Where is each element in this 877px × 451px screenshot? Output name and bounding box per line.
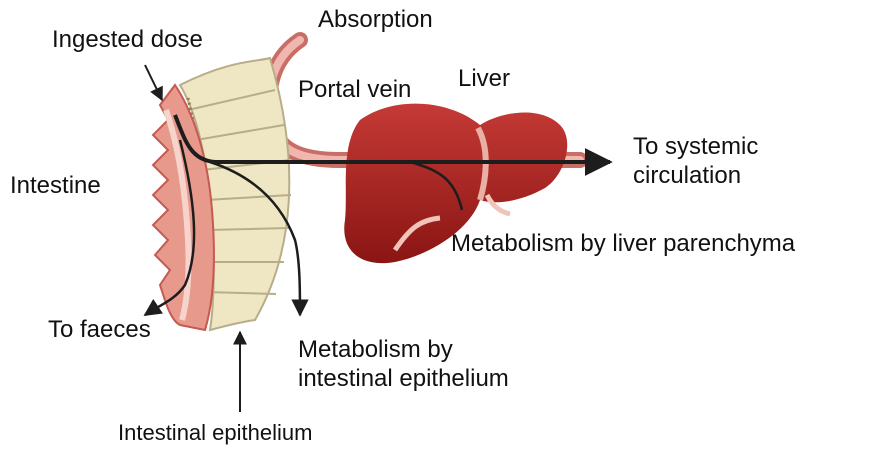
liver-label: Liver: [458, 65, 510, 94]
to-systemic-label: To systemic circulation: [633, 133, 758, 191]
to-faeces-label: To faeces: [48, 316, 151, 345]
intestine-label: Intestine: [10, 172, 101, 201]
intestinal-epithelium-label: Intestinal epithelium: [118, 420, 312, 446]
ingested-dose-label: Ingested dose: [52, 26, 203, 55]
ingested-dose-pointer: [145, 65, 162, 100]
absorption-label: Absorption: [318, 6, 433, 35]
metabolism-intestinal-label: Metabolism by intestinal epithelium: [298, 336, 509, 394]
portal-vein-label: Portal vein: [298, 76, 411, 105]
metabolism-liver-label: Metabolism by liver parenchyma: [451, 230, 795, 259]
